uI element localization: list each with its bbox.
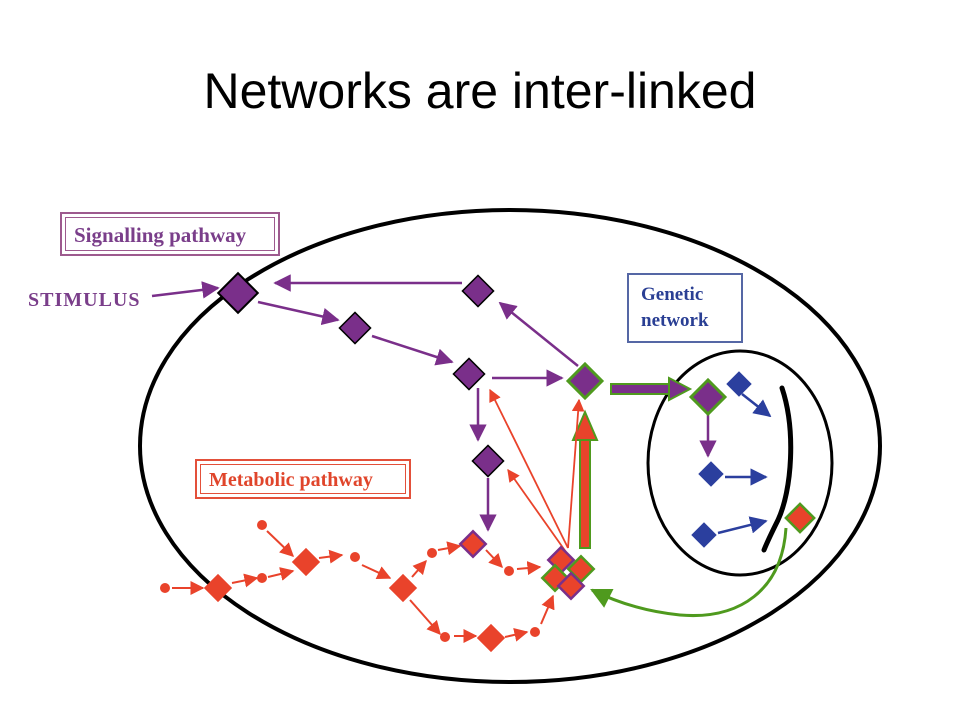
gene-node: [784, 502, 816, 534]
nucleus: [646, 349, 834, 577]
metabolite-dots: [160, 520, 540, 642]
signal-node: [461, 274, 495, 308]
genetic-network-label: Genetic network: [627, 273, 743, 343]
genetic-nodes: [691, 371, 816, 548]
signal-node: [471, 444, 505, 478]
signalling-pathway-text: Signalling pathway: [65, 217, 275, 251]
enzyme-node: [476, 623, 506, 653]
metabolite-dot: [530, 627, 540, 637]
signal-node: [565, 361, 605, 401]
gene-node: [726, 371, 752, 397]
metabolite-dot: [350, 552, 360, 562]
metabolite-dot: [504, 566, 514, 576]
metabolite-dot: [427, 548, 437, 558]
slide-title: Networks are inter-linked: [203, 63, 757, 119]
genetic-edges: [717, 393, 772, 535]
gene-node: [691, 522, 717, 548]
metabolite-dot: [257, 520, 267, 530]
enzyme-node: [203, 573, 233, 603]
cell-membrane: [138, 208, 882, 684]
metabolic-pathway-label: Metabolic pathway: [195, 459, 411, 499]
dna-strand: [761, 385, 794, 553]
genetic-network-line1: Genetic: [641, 284, 704, 305]
metabolic-nodes: [203, 529, 596, 653]
metabolic-pathway-text: Metabolic pathway: [200, 464, 406, 494]
genetic-network-line2: network: [641, 310, 709, 331]
metabolite-dot: [440, 632, 450, 642]
enzyme-node: [291, 547, 321, 577]
stimulus-label: STIMULUS: [28, 289, 141, 311]
signalling-nodes: [216, 271, 728, 478]
signalling-pathway-label: Signalling pathway: [60, 212, 280, 256]
signal-node: [216, 271, 260, 315]
metabolic-feedback-edges: [489, 388, 585, 553]
enzyme-node: [388, 573, 418, 603]
signal-to-nucleus-arrow: [610, 376, 693, 402]
signal-node: [452, 357, 486, 391]
signalling-edges: [151, 274, 717, 532]
signal-node: [688, 377, 728, 417]
metabolic-edges: [172, 530, 555, 643]
gene-node: [698, 461, 724, 487]
metabolite-dot: [257, 573, 267, 583]
metabolic-to-signal-arrow: [571, 409, 599, 549]
signal-node: [338, 311, 372, 345]
feedback-arrow: [590, 527, 788, 618]
enzyme-node: [458, 529, 488, 559]
enzyme-node: [556, 571, 586, 601]
metabolite-dot: [160, 583, 170, 593]
